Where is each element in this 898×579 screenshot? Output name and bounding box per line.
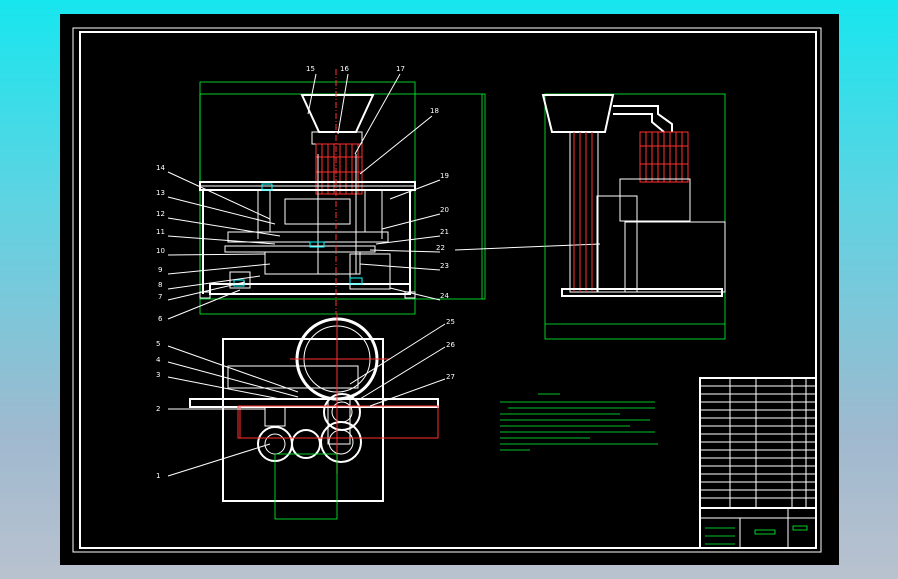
part-label-14: 14	[156, 164, 165, 172]
part-label-5: 5	[156, 340, 160, 348]
part-label-3: 3	[156, 371, 160, 379]
part-label-23: 23	[440, 262, 449, 270]
part-label-2: 2	[156, 405, 160, 413]
part-label-4: 4	[156, 356, 161, 364]
part-label-20: 20	[440, 206, 449, 214]
part-label-11: 11	[156, 228, 165, 236]
top-view	[189, 314, 439, 520]
front-view-labels: 14 13 12 11 10 9 8 7 6 15 16 17 18 19 20…	[156, 65, 449, 323]
part-label-13: 13	[156, 189, 165, 197]
part-label-16: 16	[340, 65, 349, 73]
title-block	[699, 377, 817, 549]
front-view	[199, 69, 486, 315]
part-label-24: 24	[440, 292, 449, 300]
part-label-1: 1	[156, 472, 160, 480]
side-view	[541, 93, 726, 340]
outer-border	[72, 27, 822, 553]
part-label-25: 25	[446, 318, 455, 326]
part-label-21: 21	[440, 228, 449, 236]
part-label-15: 15	[306, 65, 315, 73]
part-label-18: 18	[430, 107, 439, 115]
part-label-19: 19	[440, 172, 449, 180]
part-label-22: 22	[436, 244, 445, 252]
part-label-8: 8	[158, 281, 162, 289]
inner-border	[79, 31, 817, 549]
part-label-9: 9	[158, 266, 162, 274]
part-label-12: 12	[156, 210, 165, 218]
cad-drawing: 14 13 12 11 10 9 8 7 6 15 16 17 18 19 20…	[72, 27, 822, 553]
drawing-sheet: 14 13 12 11 10 9 8 7 6 15 16 17 18 19 20…	[60, 14, 839, 565]
technical-notes	[500, 393, 658, 451]
top-view-labels: 5 4 3 2 1 25 26 27	[156, 318, 455, 480]
front-view-leaders	[167, 73, 601, 320]
top-view-leaders	[167, 323, 446, 477]
part-label-27: 27	[446, 373, 455, 381]
part-label-7: 7	[158, 293, 162, 301]
part-label-17: 17	[396, 65, 405, 73]
part-label-26: 26	[446, 341, 455, 349]
part-label-6: 6	[158, 315, 163, 323]
part-label-10: 10	[156, 247, 165, 255]
